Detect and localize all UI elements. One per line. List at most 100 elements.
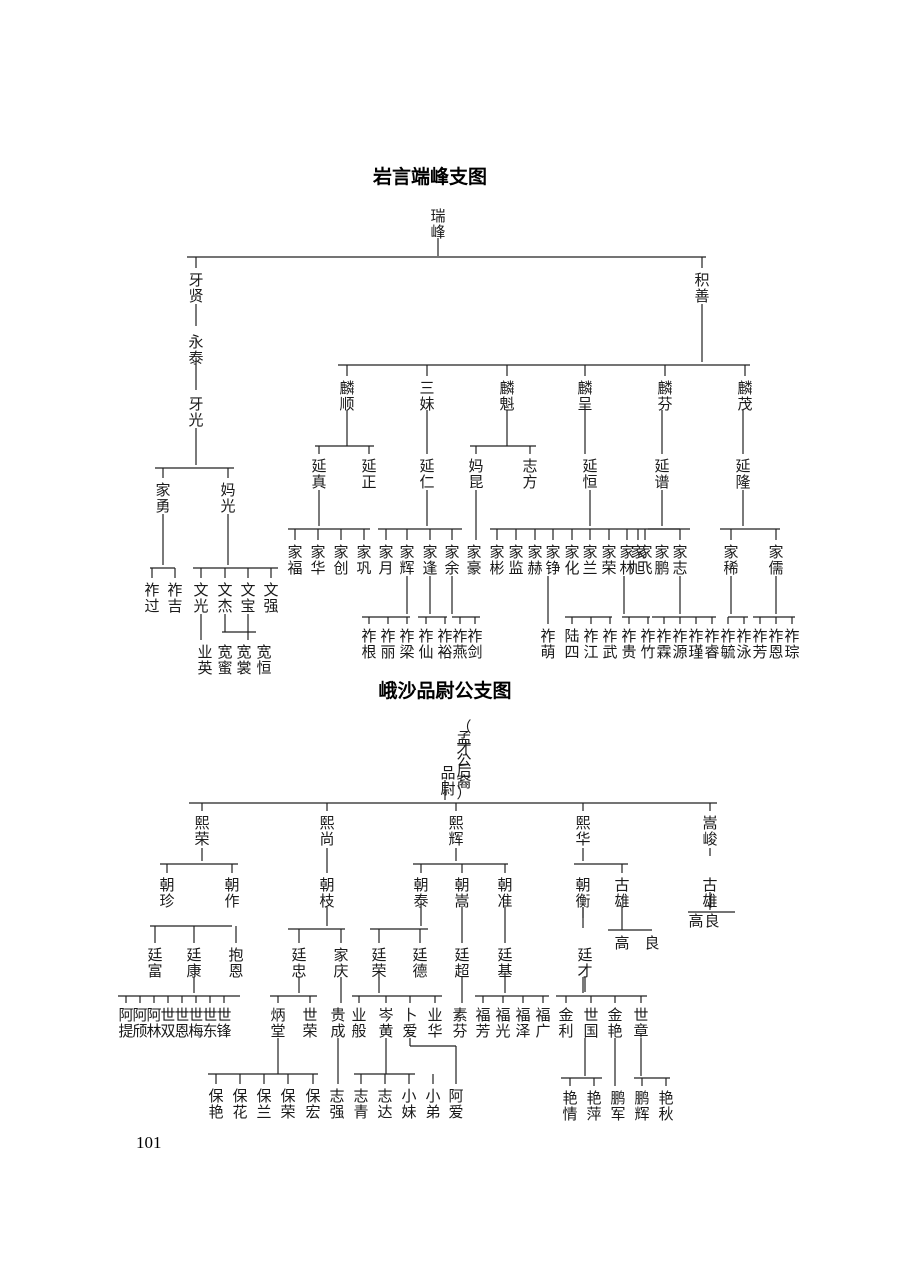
name-char-2-b7-1: 衡 bbox=[575, 892, 590, 910]
name-char-2-c5-1: 庆 bbox=[333, 962, 348, 980]
name-char-1-i8-1: 萌 bbox=[540, 643, 555, 661]
name-char-2-r-1: 尉 bbox=[440, 780, 455, 798]
name-char-1-a1-1: 贤 bbox=[188, 287, 203, 305]
name-char-2-d16-0: 素 bbox=[452, 1006, 467, 1024]
name-char-2-a5-1: 峻 bbox=[702, 830, 717, 848]
name-char-1-h19-1: 鹏 bbox=[654, 559, 669, 577]
name-char-1-h14-0: 家 bbox=[564, 543, 579, 561]
name-char-2-e8-1: 达 bbox=[377, 1103, 392, 1121]
name-char-1-e2-1: 蜜 bbox=[217, 659, 232, 677]
name-char-1-h21-1: 志 bbox=[672, 559, 687, 577]
name-char-1-i5-0: 祚 bbox=[437, 627, 452, 645]
name-char-2-c7-0: 廷 bbox=[412, 946, 427, 964]
name-char-2-d3-1: 林 bbox=[146, 1022, 161, 1040]
chart-title-2: 峨沙品尉公支图 bbox=[378, 679, 511, 702]
name-char-1-i14-0: 祚 bbox=[656, 627, 671, 645]
name-char-1-h8-0: 家 bbox=[444, 543, 459, 561]
ancestor-note-char-0: （ bbox=[456, 718, 471, 736]
name-char-1-h17-0: 家 bbox=[619, 543, 634, 561]
name-char-1-i15-0: 祚 bbox=[672, 627, 687, 645]
name-char-2-a1-0: 熙 bbox=[194, 814, 209, 832]
name-char-2-a1-1: 荣 bbox=[194, 830, 209, 848]
name-char-2-e14-0: 鹏 bbox=[610, 1089, 625, 1107]
name-char-1-i13-0: 祚 bbox=[640, 627, 655, 645]
name-char-1-i17-0: 祚 bbox=[704, 627, 719, 645]
name-char-1-h15-1: 兰 bbox=[582, 559, 597, 577]
name-char-1-h5-1: 月 bbox=[378, 559, 393, 577]
name-char-1-i16-0: 祚 bbox=[688, 627, 703, 645]
name-char-2-c6-0: 廷 bbox=[371, 946, 386, 964]
name-char-1-h1-0: 家 bbox=[287, 543, 302, 561]
name-char-1-h13-0: 家 bbox=[545, 543, 560, 561]
name-char-2-d4-1: 双 bbox=[160, 1022, 175, 1040]
name-char-1-g5-0: 志 bbox=[522, 457, 537, 475]
name-char-2-a3-0: 熙 bbox=[448, 814, 463, 832]
name-char-1-f5-0: 麟 bbox=[657, 379, 672, 397]
name-char-2-e16-1: 秋 bbox=[658, 1105, 673, 1123]
name-char-2-e10-0: 小 bbox=[425, 1087, 440, 1105]
name-char-1-i18-0: 祚 bbox=[720, 627, 735, 645]
name-char-1-h3-1: 创 bbox=[333, 559, 348, 577]
name-char-2-d5-0: 世 bbox=[174, 1006, 189, 1024]
ancestor-note-char-2: 才 bbox=[456, 740, 471, 758]
name-char-1-h4-1: 巩 bbox=[356, 559, 371, 577]
name-char-1-h8-1: 余 bbox=[444, 559, 459, 577]
name-char-1-f2-0: 三 bbox=[419, 379, 434, 397]
name-char-1-g7-0: 延 bbox=[654, 457, 669, 475]
name-char-2-d24-0: 世 bbox=[633, 1006, 648, 1024]
name-char-1-h11-0: 家 bbox=[508, 543, 523, 561]
name-char-1-e3-1: 裳 bbox=[236, 659, 251, 677]
name-char-1-g2-0: 延 bbox=[361, 457, 376, 475]
name-char-2-d12-1: 般 bbox=[351, 1022, 366, 1040]
name-char-1-h12-1: 赫 bbox=[527, 559, 542, 577]
name-char-2-d8-0: 世 bbox=[216, 1006, 231, 1024]
name-2-c12: 良 bbox=[644, 934, 659, 952]
name-char-1-h14-1: 化 bbox=[564, 559, 579, 577]
name-char-1-d5-1: 宝 bbox=[240, 597, 255, 615]
name-char-2-d20-1: 广 bbox=[535, 1022, 550, 1040]
name-char-1-c2-1: 光 bbox=[220, 497, 235, 515]
name-char-2-d10-1: 荣 bbox=[302, 1022, 317, 1040]
name-char-2-b2-0: 朝 bbox=[224, 876, 239, 894]
name-char-2-e11-1: 爱 bbox=[448, 1103, 463, 1121]
ancestor-note-char-1: 孟 bbox=[456, 729, 471, 747]
name-char-2-e4-0: 保 bbox=[280, 1087, 295, 1105]
name-char-1-d6-0: 文 bbox=[263, 581, 278, 599]
name-char-2-b5-0: 朝 bbox=[454, 876, 469, 894]
name-char-1-i1-1: 根 bbox=[361, 643, 376, 661]
name-char-1-i7-0: 祚 bbox=[467, 627, 482, 645]
name-char-2-c3-1: 恩 bbox=[228, 962, 243, 980]
name-char-1-g1-1: 真 bbox=[311, 473, 326, 491]
name-char-2-d18-0: 福 bbox=[495, 1006, 510, 1024]
name-char-1-d2-1: 吉 bbox=[167, 597, 182, 615]
name-char-1-g4-1: 昆 bbox=[468, 473, 483, 491]
name-char-2-d13-1: 黄 bbox=[378, 1022, 393, 1040]
name-char-2-d9-1: 堂 bbox=[270, 1022, 285, 1040]
name-char-1-a1-0: 牙 bbox=[188, 271, 203, 289]
name-char-1-c2-0: 妈 bbox=[220, 481, 235, 499]
name-char-2-d7-0: 世 bbox=[202, 1006, 217, 1024]
name-char-1-i12-0: 祚 bbox=[621, 627, 636, 645]
name-char-2-e15-0: 鹏 bbox=[634, 1089, 649, 1107]
name-char-1-h7-1: 逢 bbox=[422, 559, 437, 577]
name-char-2-c9-1: 基 bbox=[497, 962, 512, 980]
name-char-1-h9-0: 家 bbox=[466, 543, 481, 561]
name-char-2-d7-1: 东 bbox=[202, 1022, 217, 1040]
name-char-1-c1-0: 家 bbox=[155, 481, 170, 499]
name-char-1-b2-1: 光 bbox=[188, 411, 203, 429]
name-char-1-i13-1: 竹 bbox=[640, 643, 655, 661]
name-char-2-d1-1: 提 bbox=[118, 1022, 133, 1040]
name-char-1-i22-1: 琮 bbox=[784, 643, 799, 661]
name-char-1-g6-1: 恒 bbox=[582, 473, 597, 491]
name-char-1-i3-0: 祚 bbox=[399, 627, 414, 645]
name-char-1-i15-1: 源 bbox=[672, 643, 687, 661]
name-char-2-d22-0: 世 bbox=[583, 1006, 598, 1024]
name-char-1-i1-0: 祚 bbox=[361, 627, 376, 645]
name-char-2-r-0: 品 bbox=[440, 764, 455, 782]
name-char-1-d4-0: 文 bbox=[217, 581, 232, 599]
name-char-2-d5-1: 恩 bbox=[174, 1022, 189, 1040]
name-char-2-e1-1: 艳 bbox=[208, 1103, 223, 1121]
name-char-1-i16-1: 瑾 bbox=[688, 643, 703, 661]
name-char-1-f2-1: 妹 bbox=[419, 395, 434, 413]
name-char-2-e13-1: 萍 bbox=[586, 1105, 601, 1123]
